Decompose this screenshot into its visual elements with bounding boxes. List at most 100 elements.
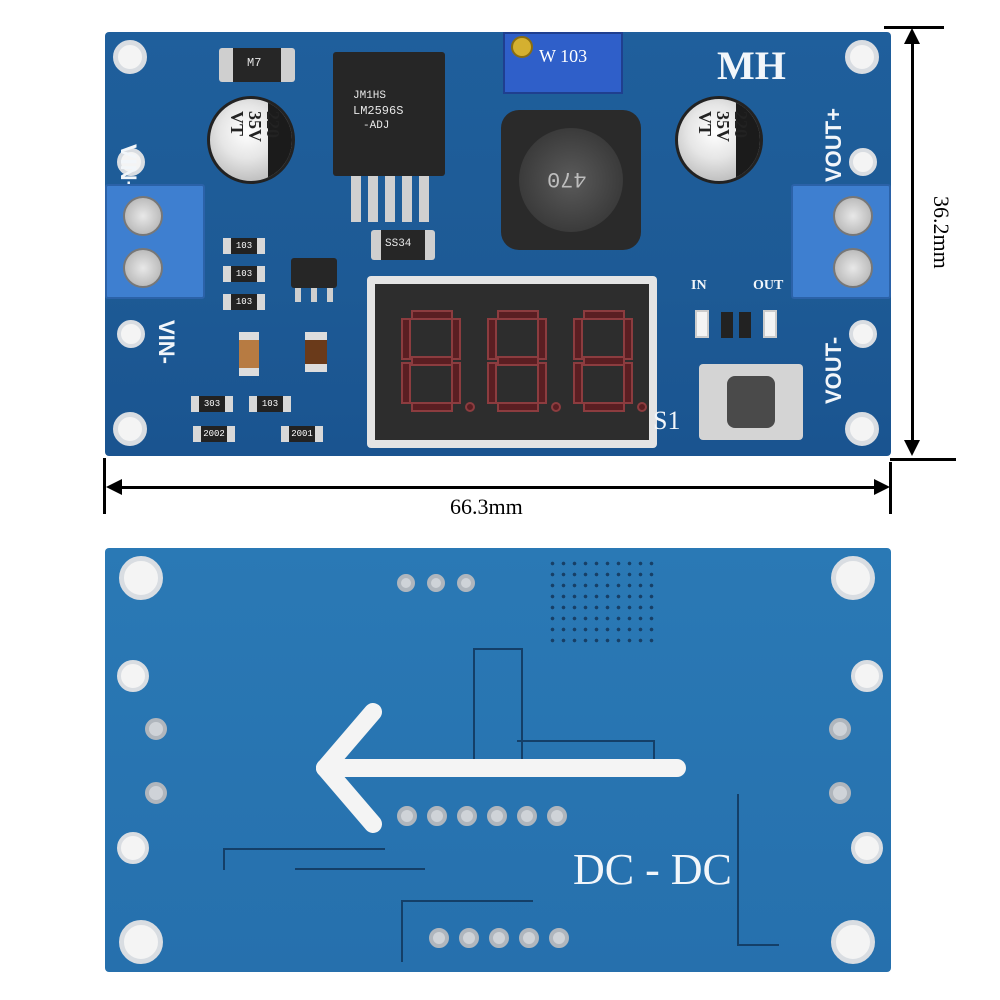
transistor: [291, 258, 337, 288]
ic-pins: [351, 176, 431, 222]
output-terminal-block: [791, 184, 891, 299]
display-segment: [487, 362, 497, 404]
pcb-trace: [737, 794, 779, 946]
display-segment: [583, 402, 625, 412]
push-button[interactable]: [699, 364, 803, 440]
solder-pad: [457, 574, 475, 592]
smd-capacitor: [239, 332, 259, 376]
switch-label: S1: [653, 406, 681, 435]
arrow-left-icon: [311, 698, 691, 838]
mounting-hole: [117, 320, 145, 348]
display-segment: [411, 356, 453, 366]
dimension-tick-top: [884, 26, 944, 29]
seven-segment-display: [367, 276, 657, 448]
display-segment: [537, 362, 547, 404]
height-label: 36.2mm: [929, 196, 954, 269]
mounting-hole: [845, 412, 879, 446]
resistor: 2001: [281, 426, 323, 442]
width-label: 66.3mm: [450, 494, 523, 519]
solder-pad: [145, 718, 167, 740]
display-segment: [401, 318, 411, 360]
solder-pad: [829, 718, 851, 740]
vin-minus-label: VIN-: [154, 320, 179, 364]
diode-label: SS34: [385, 238, 412, 250]
display-segment: [497, 402, 539, 412]
ic-line-3: -ADJ: [363, 120, 390, 132]
mounting-hole: [113, 412, 147, 446]
display-segment: [401, 362, 411, 404]
resistor: 103: [223, 294, 265, 310]
solder-pad: [397, 574, 415, 592]
inductor: 470: [501, 110, 641, 250]
out-led: [763, 310, 777, 338]
screw-icon: [833, 248, 873, 288]
smd-resistor: [721, 312, 733, 338]
arrow-right-icon: [874, 479, 890, 495]
dimension-tick-right: [889, 462, 892, 514]
resistor: 103: [223, 238, 265, 254]
display-digit: [487, 310, 561, 412]
solder-pad: [397, 806, 417, 826]
pcb-front: MH VIN+ VIN- VOUT+ VOUT- M7 220 35V VT 2…: [105, 32, 891, 456]
pot-screw-icon[interactable]: [511, 36, 533, 58]
solder-pad: [489, 928, 509, 948]
solder-pad: [519, 928, 539, 948]
width-dimension-line: [118, 486, 876, 489]
pcb-trace: [223, 848, 385, 870]
height-dimension-line: [911, 36, 914, 448]
solder-pad: [487, 806, 507, 826]
screw-icon: [123, 248, 163, 288]
diode-top-label: M7: [247, 56, 262, 70]
via-grid: [547, 558, 659, 648]
mounting-hole: [849, 320, 877, 348]
diode-component: M7: [219, 48, 295, 82]
mounting-hole: [117, 660, 149, 692]
display-segment: [497, 356, 539, 366]
mounting-hole: [831, 920, 875, 964]
solder-pad: [547, 806, 567, 826]
dc-dc-label: DC - DC: [573, 845, 732, 894]
display-segment: [583, 356, 625, 366]
display-segment: [411, 310, 453, 320]
mounting-hole: [851, 832, 883, 864]
ic-line-1: JM1HS: [353, 90, 387, 102]
display-segment: [451, 362, 461, 404]
solder-pad: [517, 806, 537, 826]
mounting-hole: [849, 148, 877, 176]
out-led-label: OUT: [753, 278, 784, 293]
arrow-graphic: [316, 703, 686, 833]
solder-pad: [145, 782, 167, 804]
pcb-back: DC - DC: [105, 548, 891, 972]
arrow-left-icon: [106, 479, 122, 495]
display-segment: [497, 310, 539, 320]
display-segment: [451, 318, 461, 360]
solder-pad: [457, 806, 477, 826]
push-button-cap[interactable]: [727, 376, 775, 428]
display-decimal-point: [637, 402, 647, 412]
schottky-diode: SS34: [371, 230, 435, 260]
display-segment: [623, 318, 633, 360]
solder-pad: [429, 928, 449, 948]
regulator-ic: JM1HS LM2596S -ADJ: [333, 52, 445, 176]
dimension-tick-bottom: [890, 458, 956, 461]
display-segment: [537, 318, 547, 360]
display-decimal-point: [551, 402, 561, 412]
screw-icon: [833, 196, 873, 236]
resistor: 103: [249, 396, 291, 412]
inductor-label: 470: [547, 166, 587, 191]
smd-resistor: [739, 312, 751, 338]
solder-pad: [549, 928, 569, 948]
trim-potentiometer[interactable]: W 103: [503, 32, 623, 94]
vout-minus-label: VOUT-: [821, 336, 846, 404]
display-segment: [573, 318, 583, 360]
mounting-hole: [117, 148, 145, 176]
solder-pad: [459, 928, 479, 948]
display-digit: [401, 310, 475, 412]
display-segment: [583, 310, 625, 320]
mounting-hole: [117, 832, 149, 864]
in-led: [695, 310, 709, 338]
arrow-down-icon: [904, 440, 920, 456]
resistor: 2002: [193, 426, 235, 442]
in-led-label: IN: [691, 278, 707, 293]
display-segment: [487, 318, 497, 360]
